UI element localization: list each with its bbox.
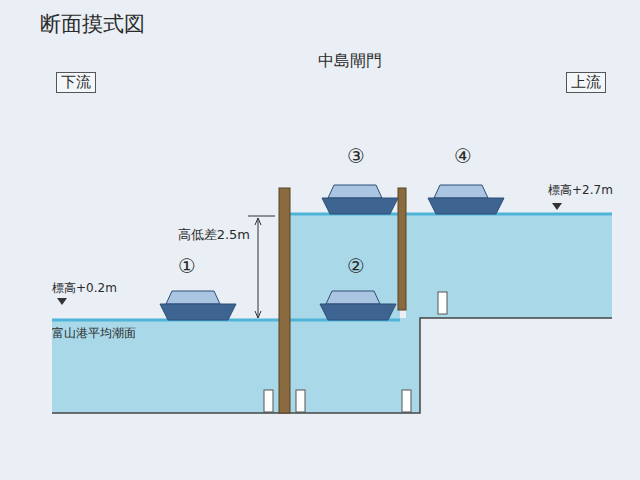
tide-level-label: 富山港平均潮面: [52, 327, 136, 341]
downstream-water: [52, 320, 280, 413]
direction-label: 下流: [61, 74, 91, 91]
callout-number: ②: [347, 255, 365, 278]
elevation-label: 標高+2.7m: [548, 184, 613, 198]
level-mark: [57, 298, 67, 305]
upstream-water: [406, 214, 612, 318]
ship: [428, 185, 504, 214]
callout-number: ③: [347, 145, 365, 168]
gate-post: [279, 188, 290, 413]
chamber-water: [290, 214, 400, 413]
ship: [322, 185, 398, 214]
lock-name: 中島閘門: [318, 52, 382, 70]
callout-number: ①: [178, 255, 196, 278]
sluice-mark: [264, 390, 273, 412]
direction-box: 上流: [566, 72, 606, 93]
water-surface: [52, 319, 280, 322]
sluice-mark: [296, 390, 305, 412]
direction-label: 上流: [571, 74, 601, 91]
diagram-title: 断面摸式図: [40, 12, 145, 36]
dimension-line: [248, 216, 275, 318]
chamber-water: [400, 318, 420, 413]
elevation-label: 標高+0.2m: [52, 282, 117, 296]
sluice-mark: [438, 292, 447, 314]
gate-post: [398, 188, 406, 310]
direction-box: 下流: [56, 72, 96, 93]
height-difference: 高低差2.5m: [178, 228, 250, 243]
basin-bed: [52, 318, 612, 413]
ship: [320, 291, 396, 320]
ship: [160, 291, 236, 320]
level-mark: [552, 203, 562, 210]
sluice-mark: [402, 390, 411, 412]
callout-number: ④: [454, 145, 472, 168]
